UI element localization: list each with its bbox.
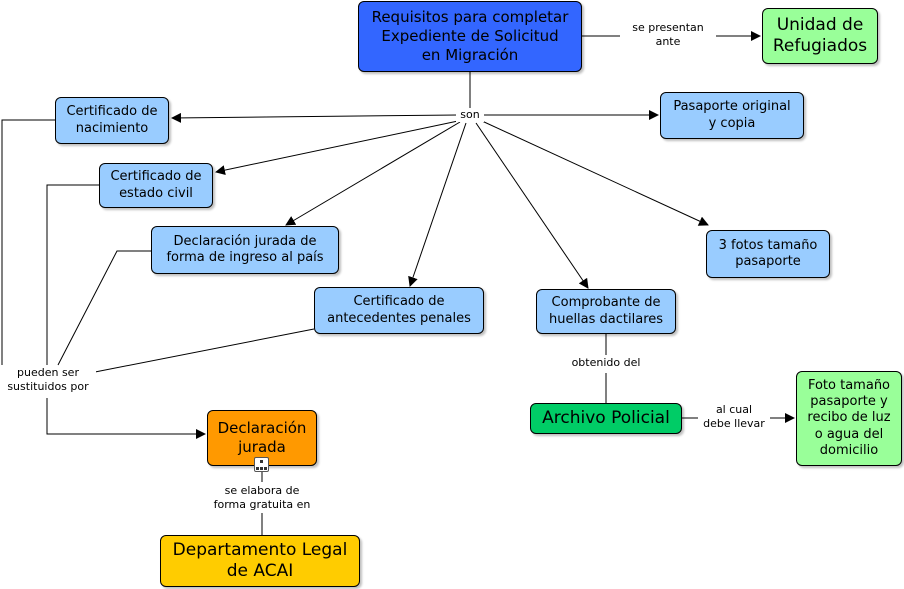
label-se-elabora: se elabora de forma gratuita en	[200, 484, 324, 513]
node-certificado-antecedentes[interactable]: Certificado de antecedentes penales	[314, 287, 484, 334]
node-certificado-nacimiento[interactable]: Certificado de nacimiento	[55, 97, 169, 144]
label-obtenido-del: obtenido del	[560, 356, 652, 371]
node-pasaporte[interactable]: Pasaporte original y copia	[660, 92, 804, 139]
line-declaracion-ingreso-pueden	[57, 250, 151, 366]
arrow-son-fotos	[481, 120, 709, 226]
node-comprobante-huellas[interactable]: Comprobante de huellas dactilares	[536, 289, 676, 334]
arrow-pueden-declaracion-jurada	[46, 398, 206, 439]
arrow-son-estado-civil	[215, 120, 459, 176]
node-3-fotos[interactable]: 3 fotos tamaño pasaporte	[706, 230, 830, 278]
node-declaracion-ingreso[interactable]: Declaración jurada de forma de ingreso a…	[151, 226, 339, 274]
label-son: son	[456, 108, 484, 123]
node-declaracion-jurada[interactable]: Declaración jurada	[207, 410, 317, 466]
label-pueden-sustituidos: pueden ser sustituidos por	[0, 366, 96, 395]
label-se-presentan: se presentan ante	[620, 21, 716, 50]
line-nacimiento-pueden	[1, 119, 55, 365]
arrow-son-nacimiento	[171, 112, 459, 123]
label-al-cual: al cual debe llevar	[698, 403, 770, 432]
node-archivo-policial[interactable]: Archivo Policial	[530, 403, 682, 434]
line-antecedentes-pueden	[94, 328, 315, 373]
node-departamento-legal[interactable]: Departamento Legal de ACAI	[160, 535, 360, 587]
arrow-son-antecedentes	[408, 122, 467, 287]
arrow-son-huellas	[475, 122, 589, 289]
arrow-son-declaracion-ingreso	[285, 121, 461, 226]
node-foto-recibo[interactable]: Foto tamaño pasaporte y recibo de luz o …	[796, 371, 902, 466]
concept-map-icon[interactable]	[254, 457, 269, 472]
node-requisitos[interactable]: Requisitos para completar Expediente de …	[358, 1, 582, 72]
node-unidad-refugiados[interactable]: Unidad de Refugiados	[762, 8, 878, 64]
line-estado-civil-pueden	[46, 184, 99, 365]
node-certificado-estado-civil[interactable]: Certificado de estado civil	[99, 163, 213, 208]
